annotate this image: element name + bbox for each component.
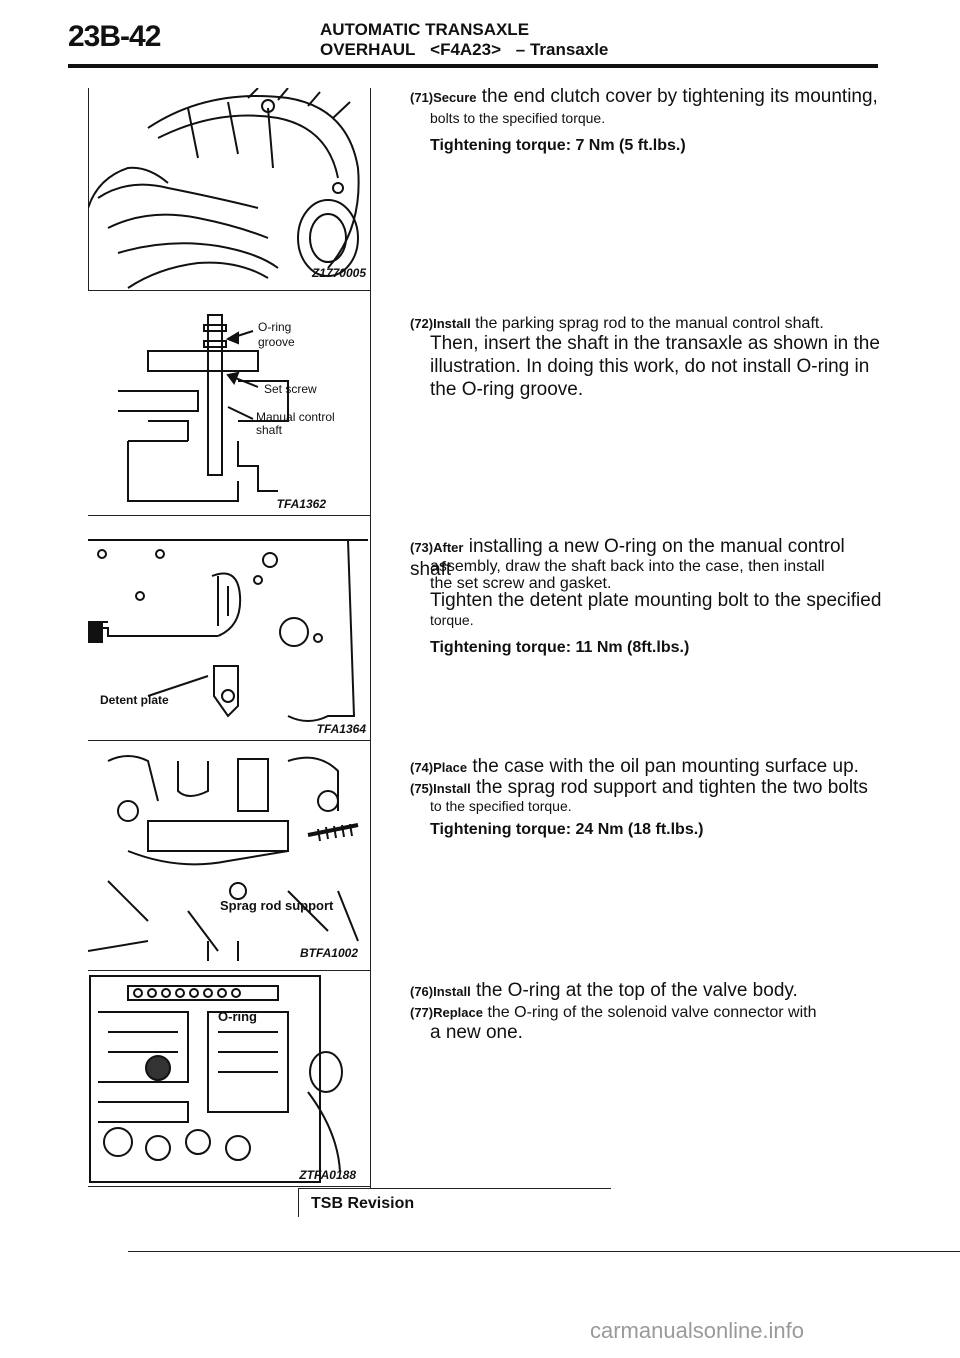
step-text: installing a new O-ring on the manual co… [410,536,845,580]
step-number: (74)Place [410,760,468,775]
step-73-line-4: Tighten the detent plate mounting bolt t… [430,590,882,611]
step-number: (77)Replace [410,1005,483,1020]
figure-code: TFA1364 [316,722,366,736]
step-75: (75)Install the sprag rod support and ti… [410,777,880,800]
callout-detent-plate: Detent plate [100,693,169,707]
step-number: (73)After [410,540,464,555]
figure-divider [88,1186,370,1187]
step-72-line-3: illustration. In doing this work, do not… [430,356,870,377]
figure-divider [88,970,370,971]
step-77: (77)Replace the O-ring of the solenoid v… [410,1003,880,1022]
step-text: the O-ring at the top of the valve body. [475,980,798,1001]
step-number: (72)Install [410,316,471,331]
watermark: carmanualsonline.info [590,1318,805,1343]
callout-manual-control: Manual control [256,410,335,424]
figure-code: TFA1362 [276,497,326,511]
step-75-continuation: to the specified torque. [430,798,572,814]
sprag-rod-support-illustration [88,755,359,961]
component-label: – Transaxle [515,40,609,59]
subsection-title: OVERHAUL <F4A23> – Transaxle [320,40,618,60]
step-number: (75)Install [410,781,471,796]
step-73-torque: Tightening torque: 11 Nm (8ft.lbs.) [430,639,690,656]
manual-control-shaft-illustration [118,314,289,502]
figure-code: BTFA1002 [299,946,358,960]
section-title: AUTOMATIC TRANSAXLE [320,20,530,39]
figure-divider [88,740,370,741]
step-73-line-5: torque. [430,612,474,628]
figure-divider [88,515,370,516]
step-74: (74)Place the case with the oil pan moun… [410,756,880,779]
figure-divider [88,290,370,291]
figure-code: Z1770005 [311,266,366,280]
figure-valve-body: O-ring ZTFA0188 [88,972,370,1186]
page-number: 23B-42 [68,20,161,53]
callout-o-ring: O-ring [258,320,292,334]
figure-detent-plate: Detent plate TFA1364 [88,516,370,740]
callout-sprag-rod-support: Sprag rod support [220,898,334,913]
figure-sprag-rod-support: Sprag rod support BTFA1002 [88,741,370,969]
tsb-revision-label: TSB Revision [311,1195,415,1212]
column-divider [370,88,371,1188]
header-rule [68,64,878,68]
callout-shaft: shaft [256,423,283,437]
step-71: (71)Secure the end clutch cover by tight… [410,86,880,109]
step-number: (71)Secure [410,90,477,105]
step-73-line-2: assembly, draw the shaft back into the c… [430,558,825,575]
figure-manual-control-shaft: O-ring groove Set screw Manual control s… [88,291,370,515]
step-76: (76)Install the O-ring at the top of the… [410,980,880,1003]
footer-rule [128,1251,960,1252]
step-text: the case with the oil pan mounting surfa… [472,756,859,777]
tsb-revision-box: TSB Revision [298,1188,611,1217]
figure-border [88,88,89,290]
step-75-torque: Tightening torque: 24 Nm (18 ft.lbs.) [430,821,704,838]
callout-set-screw: Set screw [264,382,317,396]
model-code: <F4A23> [430,40,502,59]
subsection-label: OVERHAUL [320,40,416,59]
step-73-line-3: the set screw and gasket. [430,575,612,592]
step-72-line-4: the O-ring groove. [430,379,584,400]
step-72-line-2: Then, insert the shaft in the transaxle … [430,333,880,354]
figure-code: ZTFA0188 [299,1168,356,1182]
step-73: (73)After installing a new O-ring on the… [410,536,880,581]
step-71-torque: Tightening torque: 7 Nm (5 ft.lbs.) [430,137,686,154]
callout-groove: groove [258,335,295,349]
figure-clutch-cover: Z1770005 [88,88,370,290]
step-text: the end clutch cover by tightening its m… [481,86,878,107]
valve-body-illustration [89,975,343,1183]
clutch-cover-illustration [88,88,360,289]
step-number: (76)Install [410,984,471,999]
step-71-continuation: bolts to the specified torque. [430,110,606,126]
step-text: the parking sprag rod to the manual cont… [475,315,824,332]
step-77-continuation: a new one. [430,1022,523,1043]
step-72: (72)Install the parking sprag rod to the… [410,314,880,333]
callout-o-ring: O-ring [218,1009,257,1024]
detent-plate-illustration [88,539,368,722]
step-text: the sprag rod support and tighten the tw… [475,777,868,798]
step-text: the O-ring of the solenoid valve connect… [487,1004,817,1021]
